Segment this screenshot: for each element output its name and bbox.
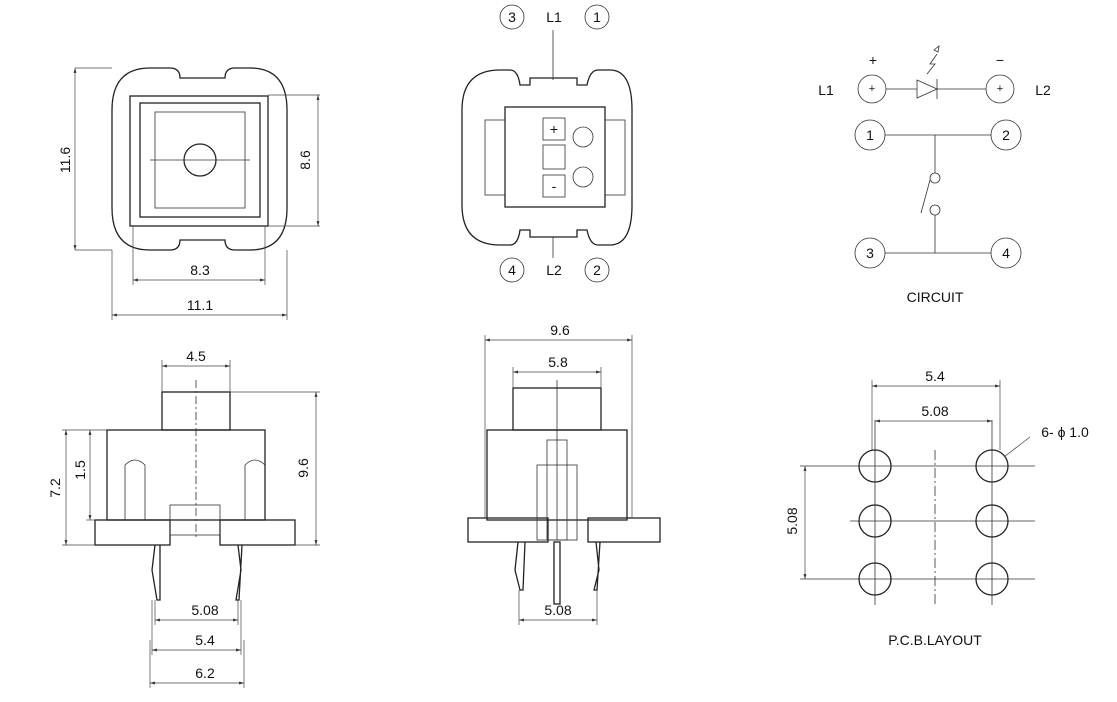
- dim-base-width: 6.2: [195, 665, 215, 681]
- minus-sign: −: [996, 52, 1004, 68]
- dim-front-width: 9.6: [550, 322, 570, 338]
- dim-height: 11.6: [57, 147, 73, 173]
- dim-front-pin-pitch: 5.08: [544, 602, 571, 618]
- plus-sign: +: [869, 52, 877, 68]
- pcb-hole: [975, 449, 1009, 483]
- bottom-view: + - 3 1 4 2 L1 L2: [461, 4, 633, 283]
- dim-front-inner-width: 5.8: [548, 354, 568, 370]
- dim-pcb-holes: 6- ϕ 1.0: [1041, 424, 1089, 440]
- plus-mark: +: [550, 121, 558, 137]
- pcb-hole: [858, 562, 892, 596]
- circuit-diagram: L1 L2 + − + + 1 2 3 4 CIRCUIT: [818, 45, 1051, 305]
- pcb-hole: [858, 504, 892, 538]
- pin-3: 3: [508, 9, 516, 25]
- dim-pcb-outer: 5.4: [925, 368, 945, 384]
- circuit-pin-4: 4: [1002, 245, 1010, 261]
- switch-icon: [920, 179, 931, 214]
- lead-l2: L2: [546, 262, 562, 278]
- dim-pin-pitch: 5.08: [191, 602, 218, 618]
- pcb-title: P.C.B.LAYOUT: [888, 632, 982, 648]
- front-view: 9.6 5.8 5.08: [467, 322, 661, 625]
- pin-1: 1: [593, 9, 601, 25]
- pcb-hole: [975, 504, 1009, 538]
- led-icon: [916, 79, 938, 99]
- dim-inner-width: 8.3: [190, 262, 210, 278]
- circuit-l2: L2: [1035, 82, 1051, 98]
- dim-pcb-inner: 5.08: [921, 403, 948, 419]
- dim-side-height: 9.6: [295, 458, 311, 478]
- dim-pin-span: 5.4: [195, 632, 215, 648]
- circuit-pin-2: 2: [1002, 127, 1010, 143]
- pin-4: 4: [508, 262, 516, 278]
- circuit-pin-1: 1: [866, 127, 874, 143]
- dim-inner-height: 8.6: [297, 150, 313, 170]
- pcb-hole: [858, 449, 892, 483]
- pcb-layout: 5.4 5.08 5.08 6- ϕ 1.0 P.C.B.LAYOUT: [784, 368, 1089, 648]
- terminal-l2: +: [997, 83, 1003, 95]
- terminal-l1: +: [869, 83, 875, 95]
- pin-2: 2: [593, 262, 601, 278]
- side-view: 4.5 9.6 7.2 1.5 5.08 5.4 6.2: [47, 348, 320, 688]
- circuit-l1: L1: [818, 82, 834, 98]
- pcb-hole: [975, 562, 1009, 596]
- top-view: 11.6 8.6 8.3 11.1: [57, 67, 320, 320]
- dim-pcb-vertical: 5.08: [784, 507, 800, 534]
- dim-body-height: 7.2: [47, 478, 63, 498]
- dim-width: 11.1: [187, 297, 213, 313]
- circuit-title: CIRCUIT: [907, 289, 964, 305]
- minus-mark: -: [552, 178, 557, 194]
- dim-offset: 1.5: [72, 460, 88, 480]
- circuit-pin-3: 3: [866, 245, 874, 261]
- dim-top-width: 4.5: [186, 348, 206, 364]
- lead-l1: L1: [546, 9, 562, 25]
